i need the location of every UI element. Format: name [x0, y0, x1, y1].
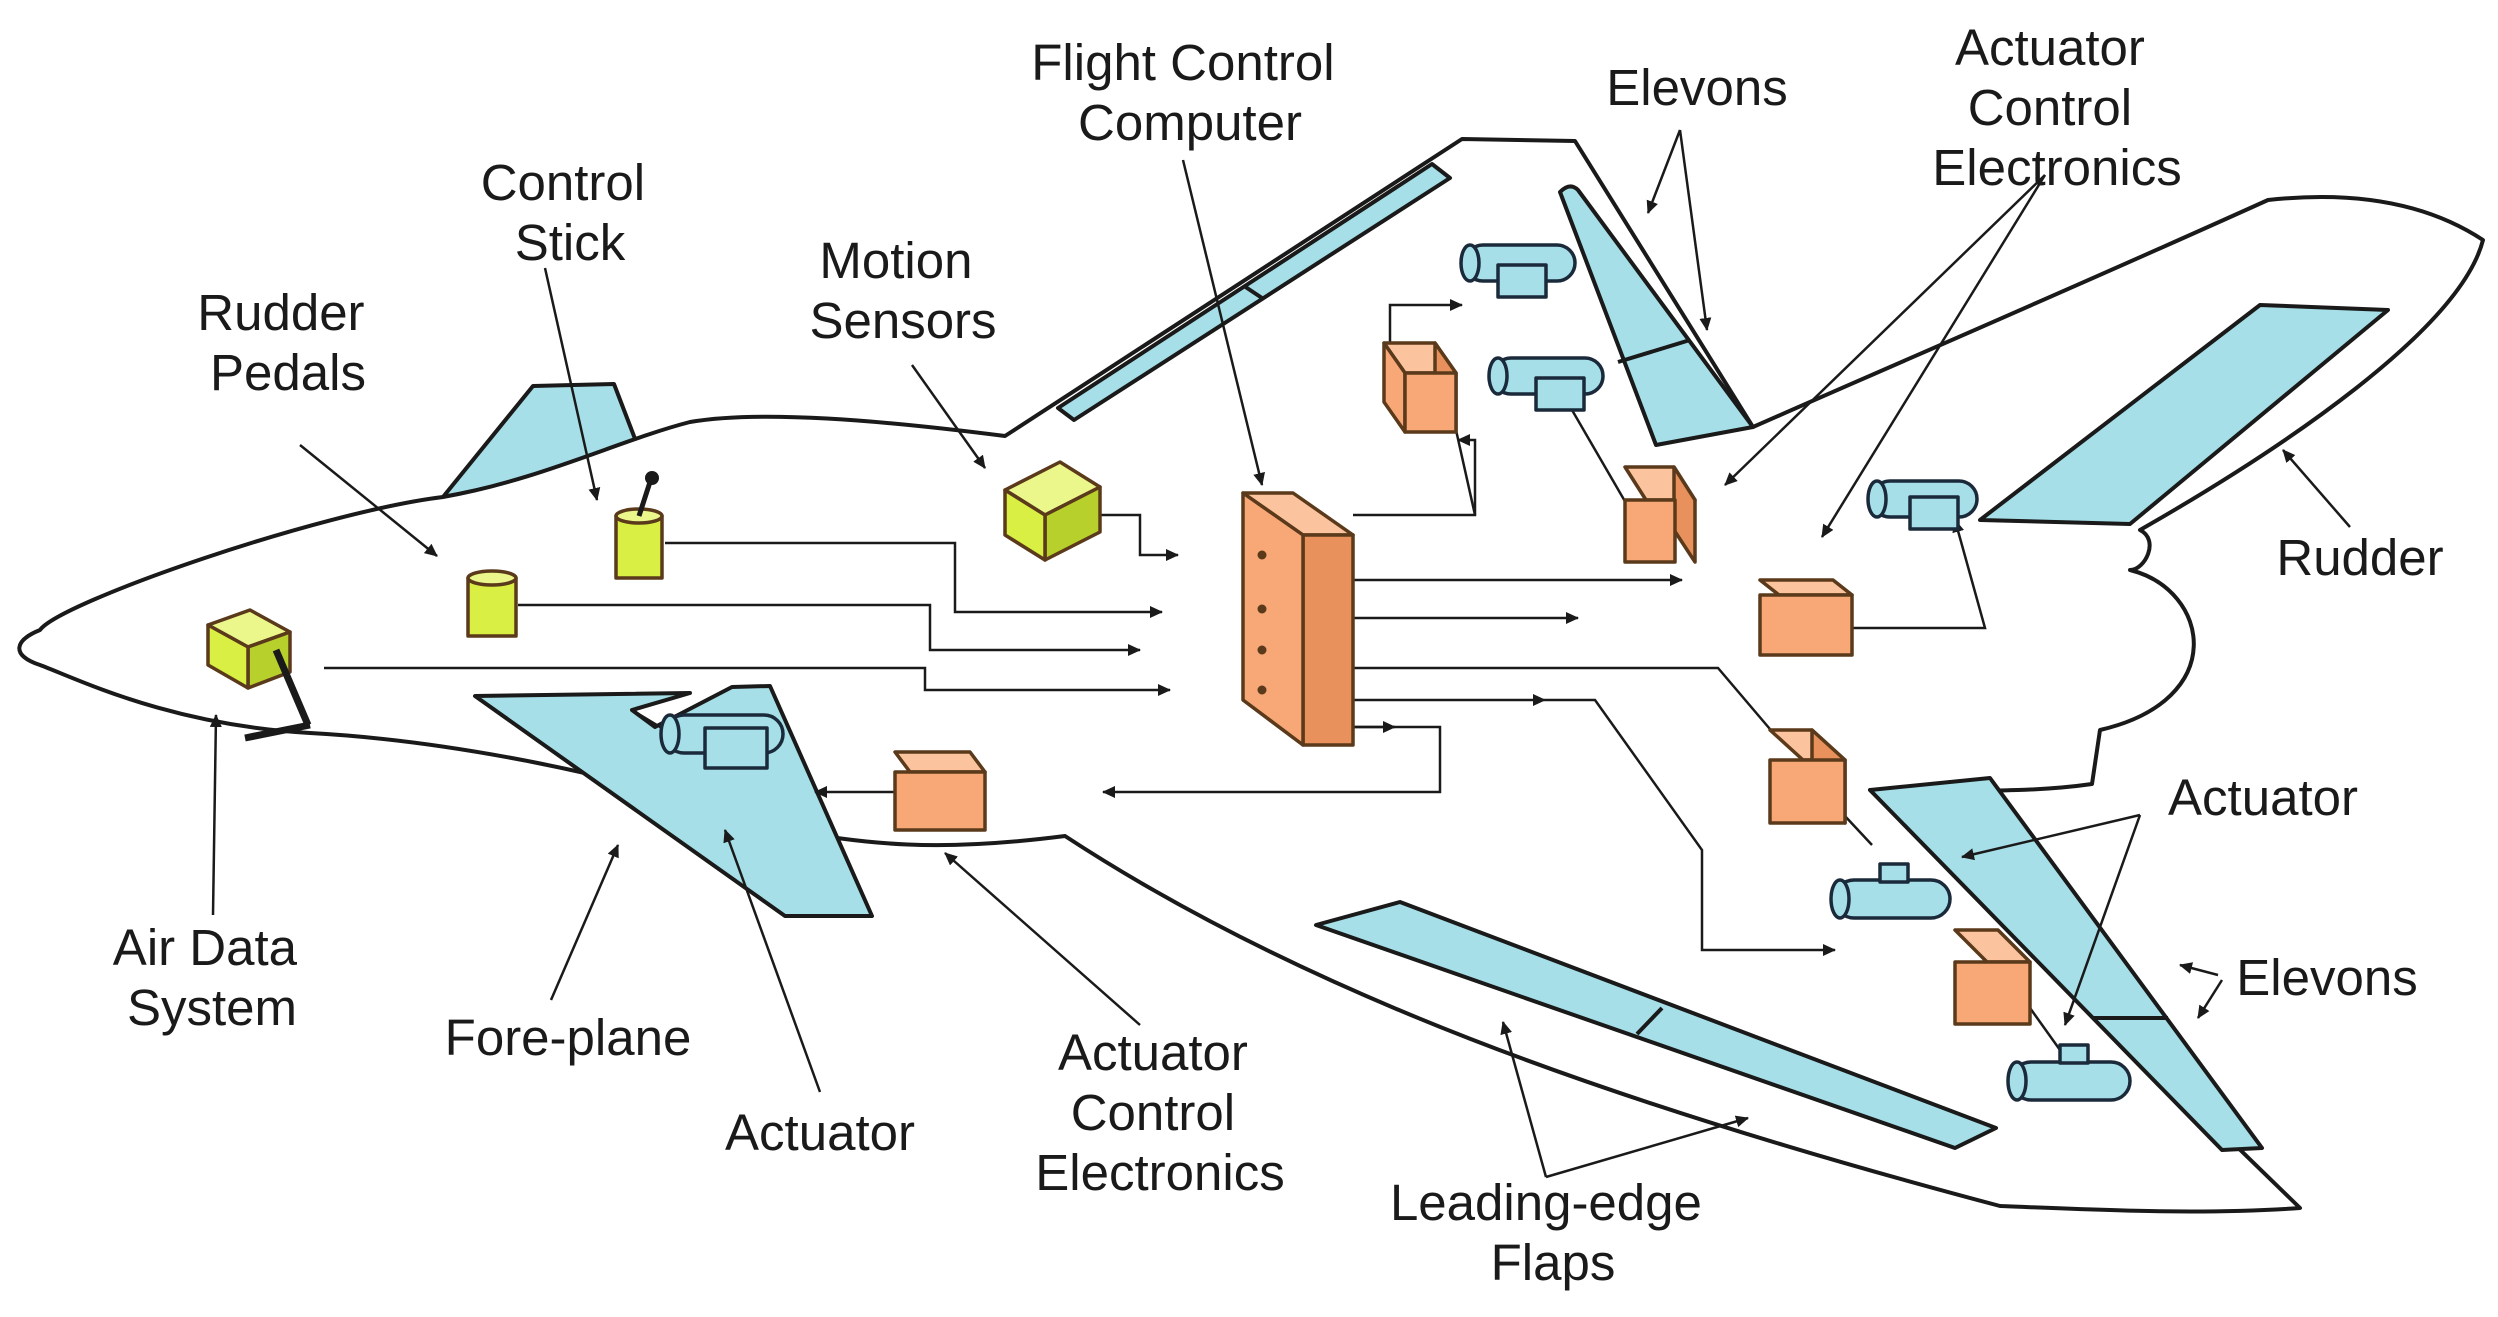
label-ace-top: Actuator Control Electronics	[1932, 19, 2181, 196]
actuator-mid	[1487, 356, 1605, 412]
leader-air-data	[209, 714, 222, 916]
label-leading-edge-flaps: Leading-edge Flaps	[1390, 1174, 1716, 1291]
wire-fcc-lower-ace	[1353, 666, 1776, 736]
flight-control-computer	[1241, 491, 1355, 747]
wire-fcc-to-foreplane-ace	[1102, 725, 1442, 798]
wire-rudder-pedals-to-fcc	[518, 603, 1141, 656]
leader-actuator-bottom	[723, 829, 822, 1093]
leader-actuator-right-b	[2063, 814, 2142, 1026]
rudder-surface	[1978, 303, 2390, 526]
ace-box-upper	[1382, 341, 1458, 434]
leader-flaps-b	[1545, 1115, 1749, 1179]
label-rudder: Rudder	[2276, 529, 2443, 586]
actuator-upper	[1459, 243, 1577, 299]
label-ace-bottom: Actuator Control Electronics	[1035, 1024, 1284, 1201]
leader-flaps-a	[1500, 1021, 1548, 1178]
ace-box-foreplane	[893, 750, 987, 832]
lower-leading-edge-flap	[1314, 900, 1998, 1150]
leader-actuator-right-a	[1961, 813, 2141, 861]
leader-elevons-top-b	[1678, 129, 1712, 331]
signal-wiring	[324, 299, 2062, 1051]
upper-elevon	[1558, 184, 1755, 447]
label-air-data-system: Air Data System	[113, 919, 311, 1036]
wire-control-stick-to-fcc	[665, 541, 1163, 618]
label-rudder-pedals: Rudder Pedals	[197, 284, 378, 401]
wire-rudder-ace-to-actuator	[1847, 519, 1987, 630]
leader-elevons-bottom	[2179, 962, 2219, 977]
actuator-rudder	[1866, 479, 1979, 531]
wire-mid-actuator-to-ace	[1570, 409, 1632, 511]
leader-elevons-bottom-b	[2196, 979, 2224, 1019]
ace-box-rudder	[1758, 578, 1854, 657]
upper-flap-divider	[1242, 284, 1264, 300]
leader-ace-top-a	[1724, 174, 2046, 486]
leader-motion-sensors	[910, 364, 987, 469]
wire-upper-ace-out	[1454, 429, 1477, 516]
lower-flap-divider	[1635, 1006, 1664, 1036]
lower-elevon	[1868, 776, 2264, 1152]
label-motion-sensors: Motion Sensors	[809, 232, 996, 349]
air-data-system-box	[206, 608, 312, 727]
rudder-pedals-device	[466, 569, 518, 638]
ace-box-elevon	[1623, 465, 1697, 564]
label-elevons-top: Elevons	[1606, 59, 1787, 116]
label-actuator-right: Actuator	[2168, 769, 2358, 826]
leader-control-stick	[543, 267, 601, 501]
ace-box-bottom	[1953, 928, 2032, 1026]
leader-ace-top-b	[1820, 174, 2047, 538]
actuator-foreplane	[659, 713, 785, 770]
leader-rudder-pedals	[299, 444, 438, 557]
wire-motion-sensors-to-fcc	[1100, 513, 1179, 561]
labels: Flight Control Computer Elevons Actuator…	[113, 19, 2444, 1291]
upper-elevon-divider	[1617, 338, 1691, 364]
leader-ace-bottom	[944, 852, 1141, 1026]
leader-rudder	[2282, 449, 2351, 528]
label-actuator-bottom: Actuator	[725, 1104, 915, 1161]
label-control-stick: Control Stick	[481, 154, 660, 271]
wire-fcc-to-upper-ace	[1353, 434, 1477, 517]
motion-sensors-box	[1003, 460, 1102, 562]
label-elevons-bottom: Elevons	[2236, 949, 2417, 1006]
actuator-elevon-bottom	[2006, 1043, 2132, 1102]
leader-elevons-top-a	[1646, 129, 1682, 214]
wire-air-data-to-fcc	[324, 666, 1171, 696]
wire-bottom-ace-route	[1545, 698, 1836, 956]
leader-lines	[209, 129, 2351, 1179]
control-stick-device	[614, 471, 664, 580]
label-flight-control-computer: Flight Control Computer	[1031, 34, 1348, 151]
label-fore-plane: Fore-plane	[445, 1009, 692, 1066]
ace-box-lower	[1768, 728, 1847, 825]
leader-fore-plane	[549, 844, 620, 1001]
leader-fcc	[1181, 159, 1265, 486]
nose-gear-strut	[244, 721, 311, 742]
actuator-elevon-lower	[1829, 862, 1952, 920]
